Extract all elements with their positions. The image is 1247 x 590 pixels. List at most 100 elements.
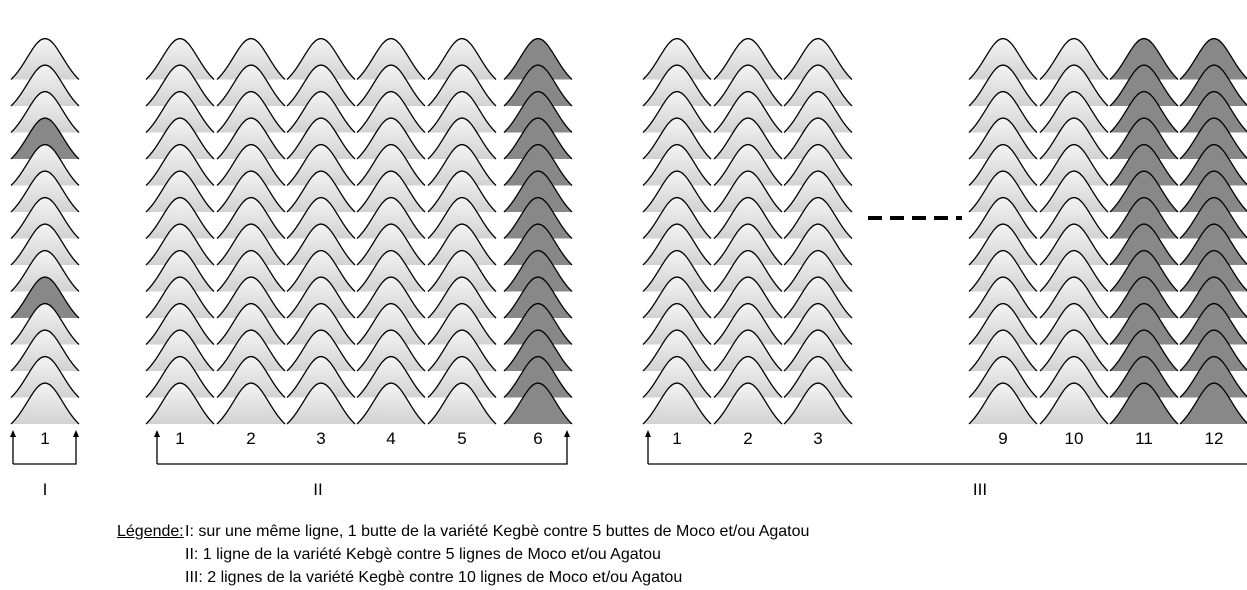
mound-outline	[427, 329, 497, 372]
mound-outline	[1039, 249, 1109, 292]
mound-moco-agatou	[146, 118, 214, 159]
mound-outline	[503, 329, 573, 372]
mound-moco-agatou	[428, 330, 496, 371]
mound-outline	[356, 37, 426, 80]
mound-moco-agatou	[146, 250, 214, 292]
mound-kegbe	[1180, 91, 1247, 133]
mound-outline	[1109, 223, 1179, 266]
mound-moco-agatou	[287, 65, 355, 106]
mound-moco-agatou	[217, 250, 285, 292]
mound-moco-agatou	[714, 197, 782, 239]
mound-outline	[1039, 276, 1109, 319]
mound-moco-agatou	[714, 118, 782, 159]
mound-outline	[1179, 170, 1247, 213]
mound-moco-agatou	[287, 330, 355, 371]
mound-outline	[783, 143, 853, 186]
mound-moco-agatou	[784, 171, 852, 212]
mound-kegbe	[504, 144, 572, 186]
mound-kegbe	[1110, 330, 1178, 371]
mound-outline	[1179, 382, 1247, 425]
mound-moco-agatou	[357, 224, 425, 265]
mound-outline	[145, 382, 215, 425]
mound-outline	[783, 64, 853, 107]
mound-outline	[286, 355, 356, 398]
mound-moco-agatou	[428, 383, 496, 424]
mound-outline	[503, 302, 573, 345]
column-number-label: 12	[1205, 429, 1224, 448]
column-number-label: 4	[386, 429, 395, 448]
mound-moco-agatou	[714, 330, 782, 371]
mound-kegbe	[1180, 224, 1247, 265]
mound-moco-agatou	[11, 250, 79, 292]
mound-kegbe	[504, 330, 572, 371]
mound-outline	[10, 196, 80, 239]
mound-moco-agatou	[11, 38, 79, 80]
mound-moco-agatou	[969, 91, 1037, 133]
mound-outline	[642, 223, 712, 266]
mound-moco-agatou	[11, 144, 79, 186]
mound-outline	[1109, 276, 1179, 319]
mound-outline	[783, 249, 853, 292]
mound-moco-agatou	[428, 197, 496, 239]
mound-outline	[356, 196, 426, 239]
mound-moco-agatou	[11, 171, 79, 212]
mound-outline	[968, 90, 1038, 133]
mound-moco-agatou	[784, 330, 852, 371]
mound-outline	[503, 90, 573, 133]
mound-outline	[286, 249, 356, 292]
mound-outline	[10, 143, 80, 186]
mound-moco-agatou	[11, 224, 79, 265]
mound-outline	[642, 143, 712, 186]
arrowhead	[645, 430, 651, 437]
mound-outline	[10, 170, 80, 213]
mound-moco-agatou	[784, 197, 852, 239]
mound-outline	[10, 276, 80, 319]
mound-moco-agatou	[643, 250, 711, 292]
mound-kegbe	[11, 118, 79, 159]
mound-outline	[1179, 249, 1247, 292]
mound-kegbe	[1110, 118, 1178, 159]
mound-outline	[427, 170, 497, 213]
mound-outline	[216, 329, 286, 372]
mound-outline	[642, 276, 712, 319]
mound-outline	[356, 117, 426, 160]
mound-moco-agatou	[643, 356, 711, 398]
mound-outline	[503, 196, 573, 239]
mound-moco-agatou	[1040, 91, 1108, 133]
mound-kegbe	[1180, 330, 1247, 371]
mound-outline	[713, 249, 783, 292]
mound-outline	[1109, 170, 1179, 213]
mound-moco-agatou	[428, 303, 496, 345]
mound-outline	[642, 196, 712, 239]
mound-moco-agatou	[1040, 197, 1108, 239]
mound-moco-agatou	[287, 224, 355, 265]
mound-moco-agatou	[1040, 224, 1108, 265]
mound-outline	[216, 64, 286, 107]
mound-outline	[216, 196, 286, 239]
column-number-label: 11	[1135, 429, 1153, 448]
mound-moco-agatou	[714, 144, 782, 186]
legend-item-i: I: sur une même ligne, 1 butte de la var…	[185, 523, 810, 540]
mound-outline	[1039, 37, 1109, 80]
mound-moco-agatou	[784, 118, 852, 159]
mound-moco-agatou	[11, 330, 79, 371]
mound-outline	[503, 143, 573, 186]
mound-kegbe	[1180, 303, 1247, 345]
mound-outline	[427, 37, 497, 80]
mound-outline	[10, 223, 80, 266]
mound-moco-agatou	[1040, 65, 1108, 106]
mound-moco-agatou	[357, 277, 425, 318]
mound-moco-agatou	[643, 383, 711, 424]
mound-outline	[968, 355, 1038, 398]
mound-moco-agatou	[643, 330, 711, 371]
mound-moco-agatou	[784, 144, 852, 186]
mound-outline	[1109, 117, 1179, 160]
mound-outline	[1039, 302, 1109, 345]
mound-moco-agatou	[784, 303, 852, 345]
mound-outline	[1179, 90, 1247, 133]
mound-moco-agatou	[969, 330, 1037, 371]
mound-moco-agatou	[146, 197, 214, 239]
column-number-label: 2	[743, 429, 752, 448]
mound-outline	[216, 223, 286, 266]
mound-outline	[427, 196, 497, 239]
